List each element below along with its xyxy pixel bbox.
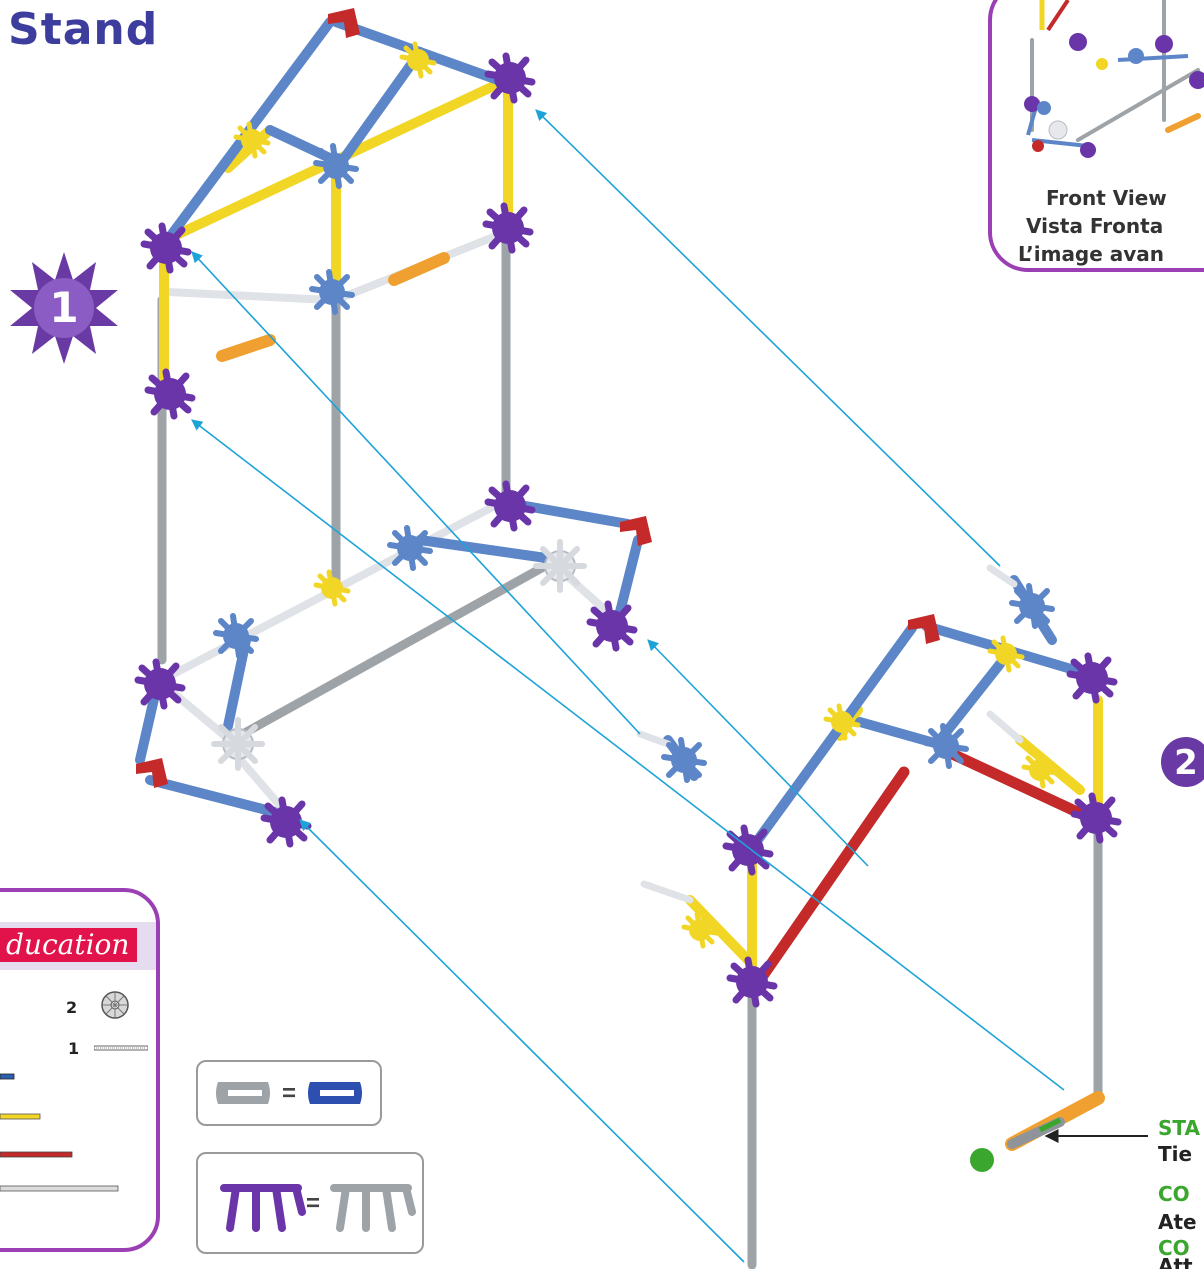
start-text-es: Ate: [1158, 1210, 1197, 1234]
front-view-label-en: Front View: [1046, 186, 1167, 210]
clip-icon-blue: [308, 1082, 362, 1104]
clip-icon: [216, 1082, 270, 1104]
front-view-thumbnail: [1024, 0, 1204, 158]
grey-rods: [157, 235, 561, 745]
step-1-number: 1: [49, 283, 78, 332]
step-2-badge: 2: [1161, 737, 1204, 787]
wheel-count: 2: [66, 998, 78, 1017]
connector-icon: [220, 1184, 306, 1232]
start-dot-icon: [970, 1148, 994, 1172]
page-title: Stand: [8, 4, 159, 55]
connector-icon-grey: [330, 1184, 416, 1232]
start-text-fr: Att: [1158, 1254, 1193, 1269]
star-badge-icon: [10, 252, 118, 364]
front-view-label-es: Vista Fronta: [1026, 214, 1164, 238]
step-1-badge: 1: [10, 252, 118, 364]
rod-icon: [94, 1045, 148, 1051]
front-view-label-fr: L’image avan: [1018, 242, 1165, 266]
education-tag: ducation: [0, 928, 138, 962]
equals-sign-2: =: [306, 1190, 321, 1217]
rod-count: 1: [68, 1039, 80, 1058]
rod-legend: [0, 1073, 119, 1192]
start-heading-fr: CO: [1158, 1236, 1190, 1260]
step-2-number: 2: [1174, 743, 1198, 783]
start-heading-es: CO: [1158, 1182, 1190, 1206]
start-heading-en: STA: [1158, 1116, 1200, 1140]
start-text-en: Tie: [1158, 1142, 1193, 1166]
wheel-icon: [101, 991, 129, 1019]
equals-sign-1: =: [282, 1080, 297, 1107]
front-view-panel: [988, 0, 1204, 272]
